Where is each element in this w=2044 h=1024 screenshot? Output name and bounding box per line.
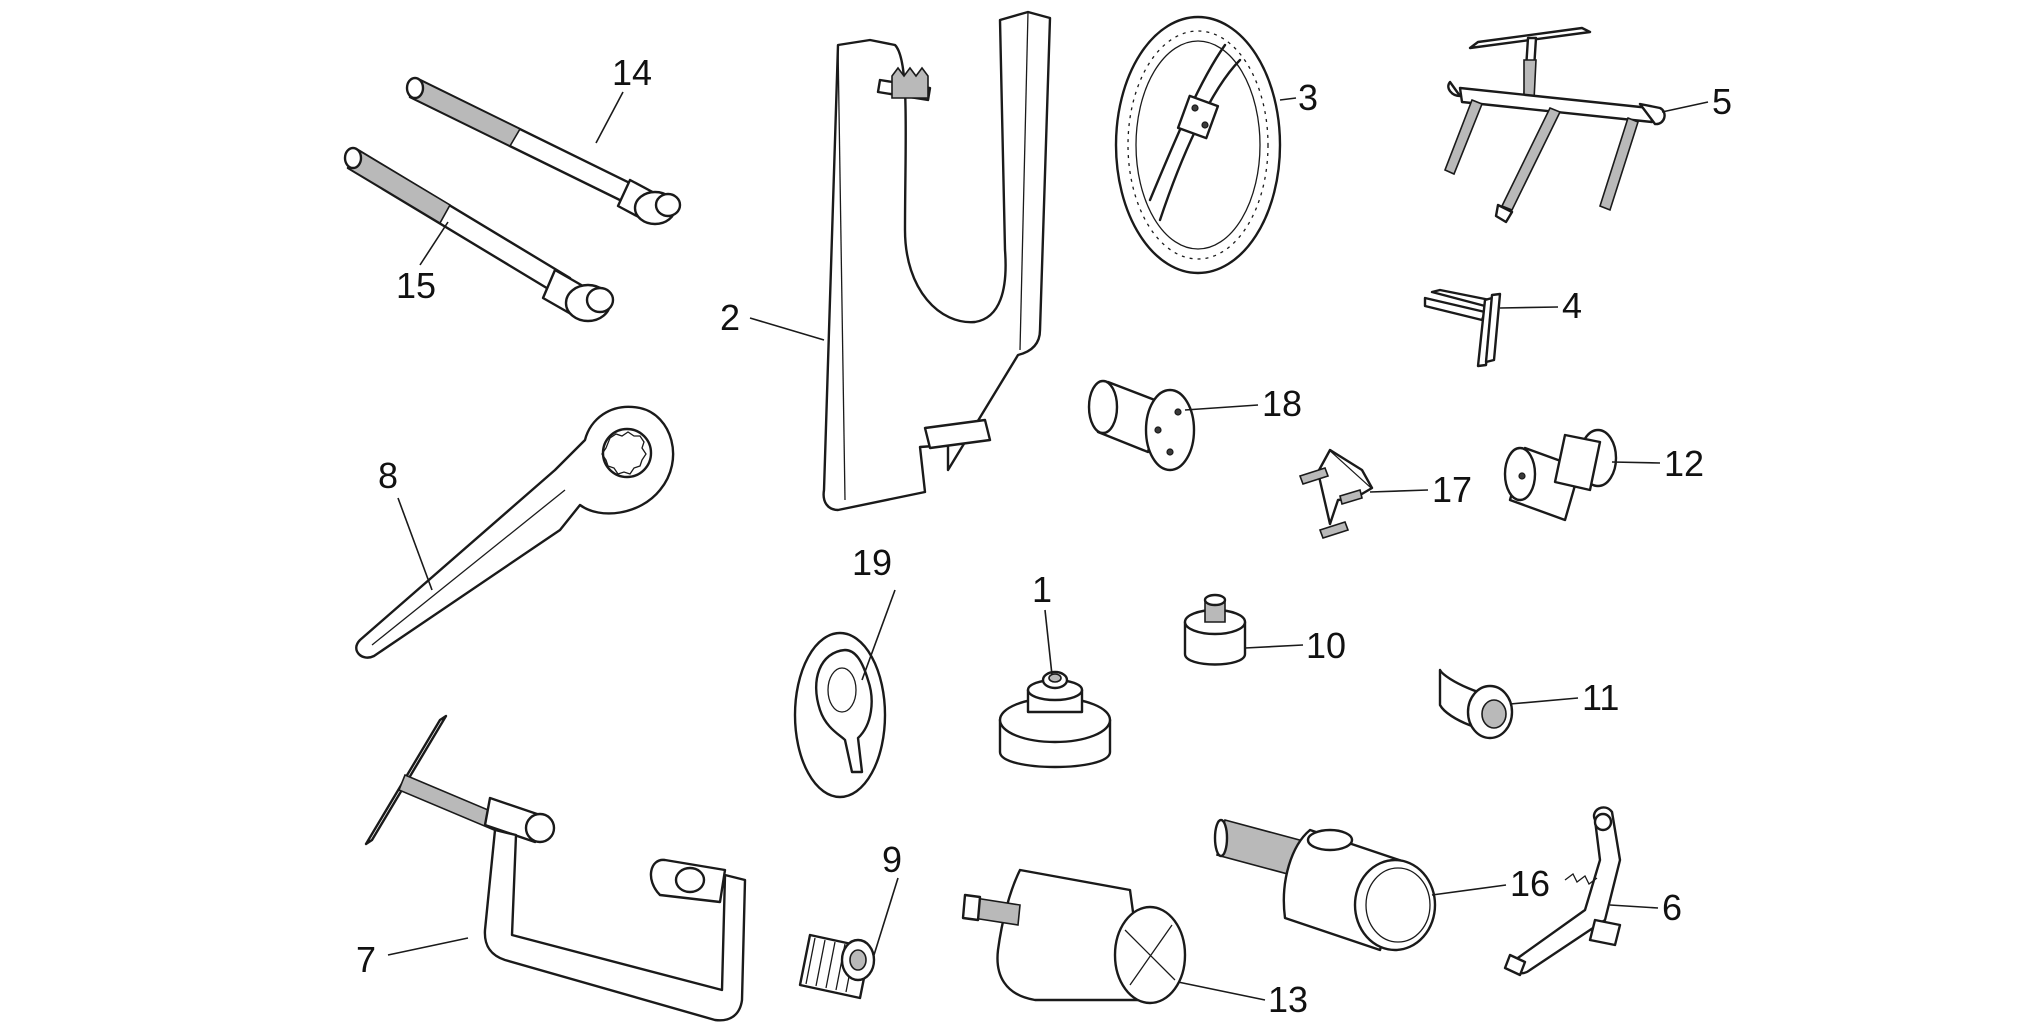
part-15-bolt: [343, 146, 615, 323]
callout-4: 4: [1562, 285, 1583, 326]
leader-10: [1244, 644, 1304, 649]
leader-8: [397, 497, 433, 591]
leader-16: [1431, 884, 1507, 896]
leader-2: [749, 317, 825, 341]
leader-1: [1044, 609, 1053, 676]
part-4-bracket: [1423, 288, 1502, 368]
callout-12: 12: [1664, 443, 1705, 484]
leader-4: [1499, 306, 1559, 309]
leader-13: [1177, 981, 1266, 1001]
callout-6: 6: [1662, 887, 1683, 928]
callout-9: 9: [882, 839, 903, 880]
part-6-toothed-lever: [1503, 806, 1622, 977]
callout-5: 5: [1712, 81, 1733, 122]
callout-3: 3: [1298, 77, 1319, 118]
leader-17: [1369, 489, 1429, 493]
callout-14: 14: [612, 52, 653, 93]
callout-16: 16: [1510, 863, 1551, 904]
leader-12: [1611, 461, 1661, 464]
part-10-small-cap: [1183, 593, 1247, 666]
callout-11: 11: [1582, 677, 1620, 718]
callout-2: 2: [720, 297, 741, 338]
part-9-knurled-nut: [798, 933, 876, 1000]
leader-9: [873, 877, 899, 956]
part-19-split-washer: [793, 631, 887, 799]
callout-18: 18: [1262, 383, 1303, 424]
leader-15: [419, 221, 449, 266]
callout-15: 15: [396, 265, 437, 306]
callout-10: 10: [1306, 625, 1347, 666]
part-16-threaded-sleeve: [1213, 818, 1437, 952]
leader-19: [861, 589, 896, 681]
leader-18: [1184, 404, 1259, 411]
leader-5: [1661, 101, 1709, 113]
part-12-stepped-bushing: [1503, 428, 1618, 522]
callout-17: 17: [1432, 469, 1473, 510]
leader-6: [1609, 904, 1659, 909]
part-11-cup-bushing: [1438, 668, 1514, 740]
leader-11: [1509, 697, 1579, 705]
part-18-flanged-bushing: [1087, 379, 1196, 472]
callout-1: 1: [1032, 569, 1053, 610]
leader-7: [387, 937, 469, 956]
callout-8: 8: [378, 455, 399, 496]
part-14-bolt: [405, 76, 682, 226]
leader-14: [595, 91, 624, 144]
callout-19: 19: [852, 542, 893, 583]
part-8-ring-spanner: [355, 405, 675, 659]
part-13-cylinder-tool: [961, 868, 1187, 1005]
leader-3: [1279, 97, 1297, 101]
part-5-multi-pin-puller: [1443, 26, 1666, 224]
callout-13: 13: [1268, 979, 1309, 1020]
part-7-clamp-puller: [364, 714, 747, 1022]
part-3-degree-wheel: [1114, 15, 1282, 275]
callout-7: 7: [356, 939, 377, 980]
leader-lines: [387, 91, 1709, 1001]
part-17-pin-fixture: [1298, 448, 1374, 539]
part-1-bell-tool: [998, 670, 1112, 769]
part-2-holding-plate: [822, 10, 1052, 512]
